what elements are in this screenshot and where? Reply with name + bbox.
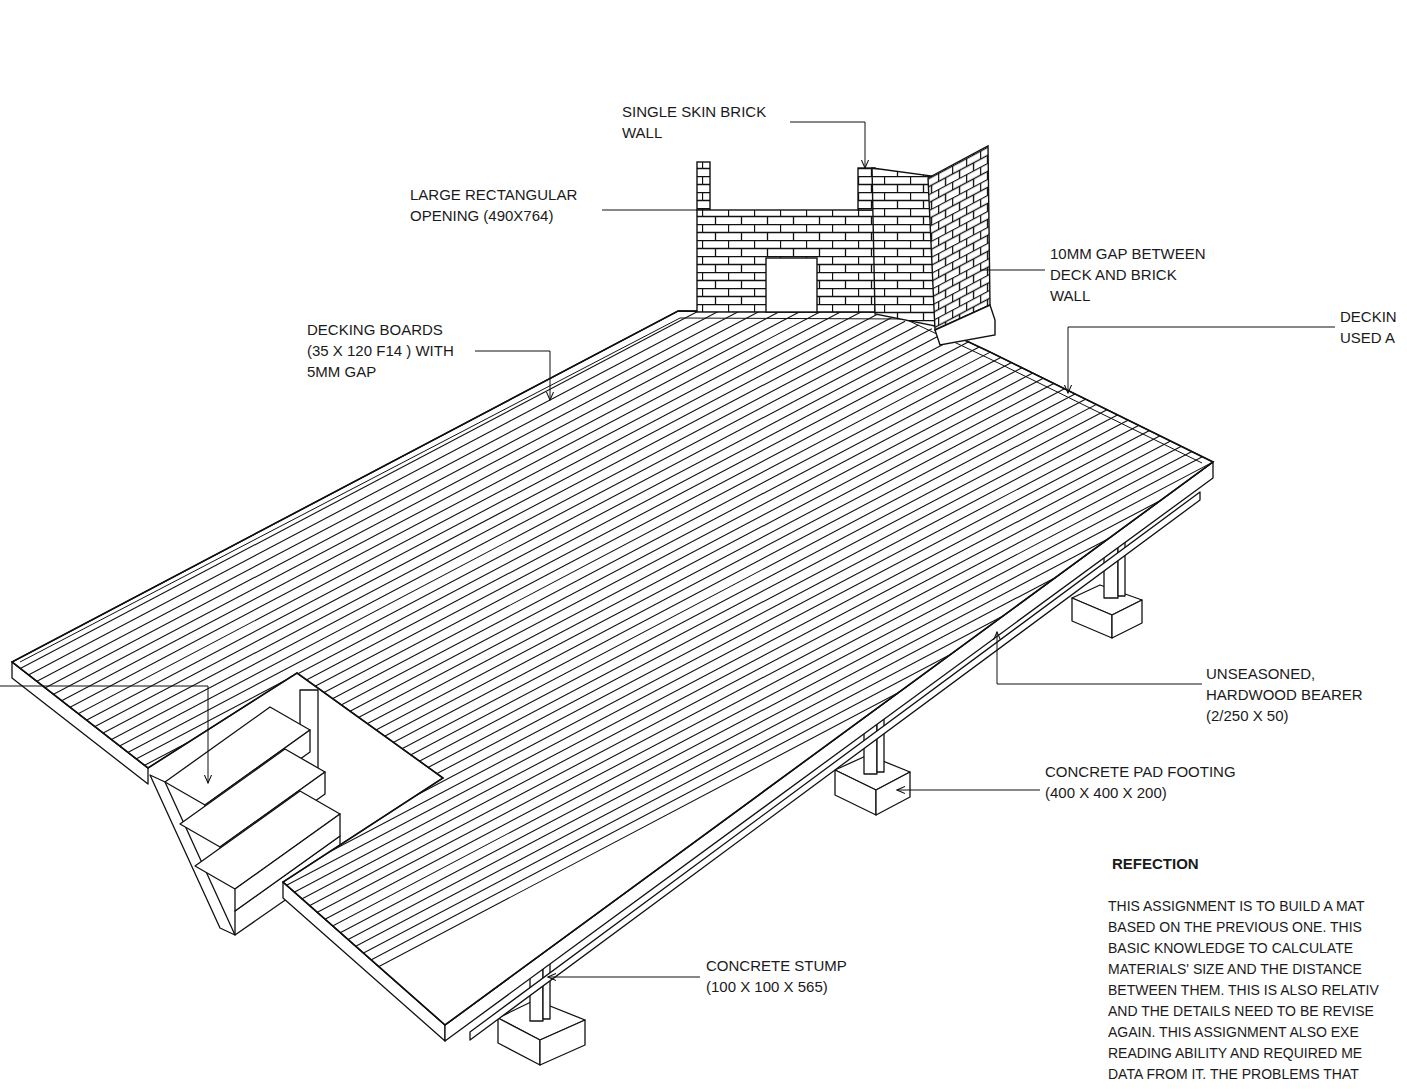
board-line — [0, 329, 932, 926]
board-line — [0, 355, 1025, 952]
board-line — [67, 404, 1199, 1001]
board-line — [0, 336, 959, 933]
board-line — [54, 400, 1186, 997]
callout-label: UNSEASONED, HARDWOOD BEARER (2/250 X 50) — [1206, 663, 1363, 726]
board-line — [161, 431, 1293, 1028]
callout-label: CONCRETE PAD FOOTING (400 X 400 X 200) — [1045, 761, 1236, 803]
board-line — [27, 393, 1159, 990]
board-line — [0, 333, 945, 930]
board-line — [0, 382, 1119, 979]
note-line: BETWEEN THEM. THIS IS ALSO RELATIV — [1108, 980, 1379, 1001]
board-line — [0, 265, 704, 862]
section-heading: REFECTION — [1112, 853, 1199, 874]
board-line — [81, 408, 1213, 1005]
board-line — [0, 367, 1066, 964]
callout-label: LARGE RECTANGULAR OPENING (490X764) — [410, 184, 577, 226]
board-line — [121, 419, 1253, 1016]
brick-wall — [697, 146, 995, 345]
board-line — [228, 450, 1360, 1047]
note-line: THIS ASSIGNMENT IS TO BUILD A MAT — [1108, 896, 1364, 917]
board-line — [0, 344, 985, 941]
note-line: AGAIN. THIS ASSIGNMENT ALSO EXE — [1108, 1022, 1359, 1043]
callout-label: CONCRETE STUMP (100 X 100 X 565) — [706, 955, 847, 997]
board-line — [0, 283, 771, 880]
board-line — [0, 299, 825, 896]
board-line — [0, 378, 1106, 975]
note-line: BASED ON THE PREVIOUS ONE. THIS — [1108, 917, 1362, 938]
board-line — [0, 340, 972, 937]
board-line — [0, 276, 745, 873]
board-line — [0, 287, 785, 884]
board-line — [0, 351, 1012, 948]
board-line — [0, 272, 731, 869]
deck-surface — [12, 311, 1213, 1025]
note-line: AND THE DETAILS NEED TO BE REVISE — [1108, 1001, 1374, 1022]
board-line — [134, 423, 1266, 1020]
board-line — [0, 302, 838, 899]
board-line — [14, 389, 1146, 986]
board-line — [94, 412, 1226, 1009]
note-line: BASIC KNOWLEDGE TO CALCULATE — [1108, 938, 1353, 959]
board-line — [0, 370, 1079, 967]
board-line — [0, 257, 678, 854]
board-line — [107, 416, 1239, 1013]
note-line: MATERIALS' SIZE AND THE DISTANCE — [1108, 959, 1362, 980]
callout-label: DECKING BOARDS (35 X 120 F14 ) WITH 5MM … — [307, 319, 454, 382]
callout-label: DECKIN USED A — [1340, 306, 1397, 348]
callout-label: 10MM GAP BETWEEN DECK AND BRICK WALL — [1050, 243, 1206, 306]
leader-line — [0, 122, 1335, 977]
board-line — [40, 397, 1172, 994]
board-line — [0, 261, 691, 858]
note-line: DATA FROM IT. THE PROBLEMS THAT — [1108, 1064, 1359, 1085]
callout-label: SINGLE SKIN BRICK WALL — [622, 101, 766, 143]
board-line — [0, 385, 1132, 982]
note-line: READING ABILITY AND REQUIRED ME — [1108, 1043, 1362, 1064]
board-line — [0, 314, 878, 911]
board-line — [0, 325, 918, 922]
